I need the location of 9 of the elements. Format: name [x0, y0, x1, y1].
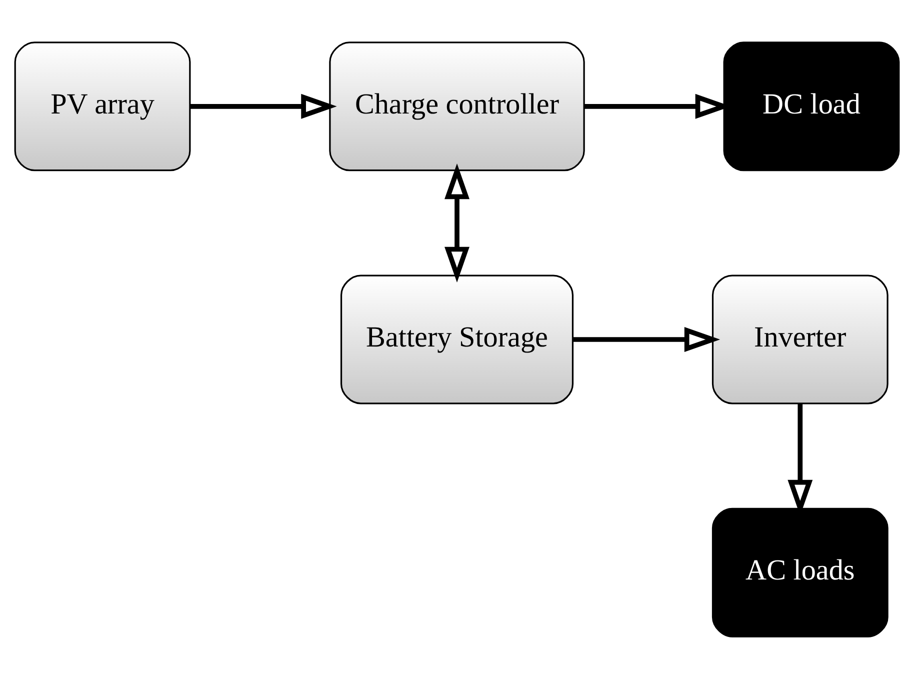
- node-box: Charge controller: [329, 42, 585, 172]
- node-box: DC load: [723, 42, 900, 172]
- node-box: PV array: [14, 42, 191, 172]
- arrow: [444, 163, 470, 282]
- node-box: Battery Storage: [340, 274, 574, 404]
- node-box: AC loads: [712, 508, 888, 638]
- arrow: [572, 327, 720, 352]
- node-box: Inverter: [712, 274, 888, 404]
- arrow: [190, 94, 337, 119]
